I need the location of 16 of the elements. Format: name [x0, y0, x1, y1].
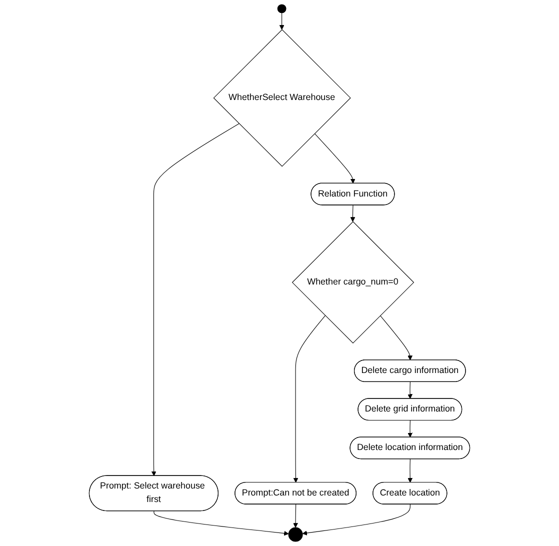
arrow [350, 204, 356, 222]
node-circle [288, 527, 303, 542]
arrow [380, 315, 413, 360]
arrow [293, 315, 326, 483]
node-diamond: Whether cargo_num=0 [292, 221, 414, 344]
arrow [279, 12, 284, 30]
node-diamond: WhetherSelect Warehouse [213, 29, 351, 167]
arrow [151, 123, 240, 476]
node-circle [277, 4, 286, 14]
arrow [154, 510, 289, 536]
arrow [302, 504, 410, 536]
arrow [408, 382, 413, 399]
arrow [293, 504, 298, 528]
arrow [408, 458, 413, 483]
arrow [314, 133, 356, 184]
arrow [408, 420, 413, 438]
